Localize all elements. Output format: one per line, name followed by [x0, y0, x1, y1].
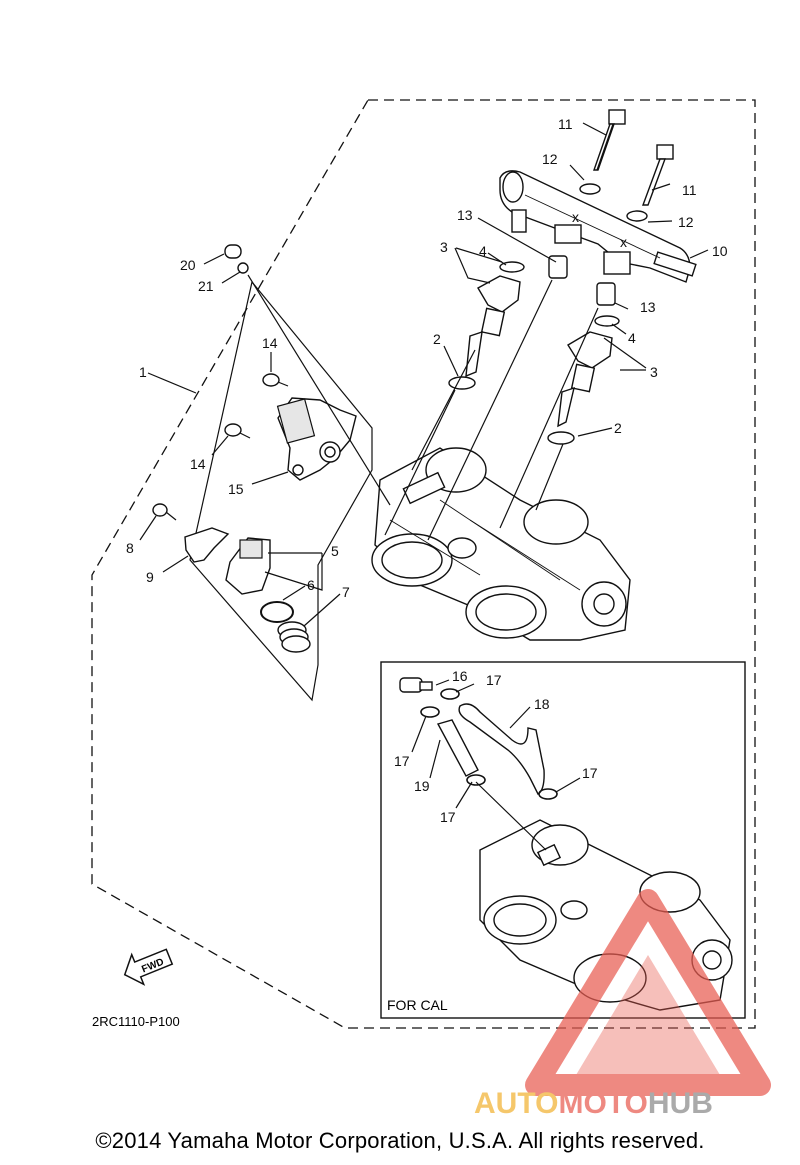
callout-3-right: 3 — [650, 364, 658, 380]
callout-2-left: 2 — [433, 331, 441, 347]
svg-text:x: x — [620, 234, 627, 250]
callout-6: 6 — [307, 577, 315, 593]
callout-4-left: 4 — [479, 243, 487, 259]
callout-17-right: 17 — [582, 765, 598, 781]
sensor-subassembly-outline — [189, 280, 373, 702]
fwd-arrow-icon: FWD — [123, 948, 174, 986]
callout-2-right: 2 — [614, 420, 622, 436]
cap-20 — [224, 244, 242, 259]
automotohub-watermark: AUTOMOTOHUB — [474, 889, 771, 1120]
callout-8: 8 — [126, 540, 134, 556]
callout-4-right: 4 — [628, 330, 636, 346]
callout-3-left: 3 — [440, 239, 448, 255]
bracket-9 — [184, 527, 230, 563]
callout-16: 16 — [452, 668, 468, 684]
callout-14-top: 14 — [262, 335, 278, 351]
diagram-code: 2RC1110-P100 — [92, 1014, 180, 1029]
leader-lines — [139, 122, 709, 627]
callout-1: 1 — [139, 364, 147, 380]
watermark-triangle-icon — [525, 889, 771, 1096]
watermark-moto: MOTO — [558, 1087, 647, 1120]
throttle-body-main — [371, 447, 631, 641]
callout-5: 5 — [331, 543, 339, 559]
screw-14-lower — [224, 423, 251, 439]
callout-13-left: 13 — [457, 207, 473, 223]
assembly-boundary — [91, 99, 756, 1029]
throttle-position-sensor — [276, 397, 357, 481]
callout-17-top: 17 — [486, 672, 502, 688]
spacer-13-right — [596, 282, 616, 306]
callout-20: 20 — [180, 257, 196, 273]
injector-left — [448, 261, 525, 390]
watermark-hub: HUB — [648, 1087, 713, 1120]
callout-9: 9 — [146, 569, 154, 585]
svg-text:x: x — [572, 209, 579, 225]
callout-18: 18 — [534, 696, 550, 712]
callout-10: 10 — [712, 243, 728, 259]
callout-19: 19 — [414, 778, 430, 794]
screw-14-top — [262, 373, 289, 387]
callout-11-left: 11 — [558, 116, 573, 132]
watermark-auto: AUTO — [474, 1087, 558, 1120]
injector-right — [547, 315, 620, 445]
cal-inset-box — [380, 661, 746, 1019]
spacer-13-left — [548, 255, 568, 279]
inset-label: FOR CAL — [387, 997, 448, 1013]
callout-17-left: 17 — [394, 753, 410, 769]
inset-leader-lines — [411, 679, 581, 851]
copyright-notice: ©2014 Yamaha Motor Corporation, U.S.A. A… — [95, 1128, 705, 1153]
sensor-5 — [225, 537, 271, 595]
watermark-text: AUTOMOTOHUB — [474, 1087, 713, 1120]
callout-21: 21 — [198, 278, 214, 294]
callout-15: 15 — [228, 481, 244, 497]
callout-12-right: 12 — [678, 214, 694, 230]
o-ring-6 — [260, 601, 294, 623]
bolt-11-right — [641, 144, 674, 206]
callout-13-right: 13 — [640, 299, 656, 315]
callout-11-right: 11 — [682, 182, 697, 198]
callout-7: 7 — [342, 584, 350, 600]
spring-7 — [277, 621, 311, 653]
fuel-rail: x x — [499, 170, 697, 283]
bolt-11-left — [593, 109, 626, 171]
callout-12-left: 12 — [542, 151, 558, 167]
callout-14-lower: 14 — [190, 456, 206, 472]
washer-12-right — [626, 210, 648, 222]
washer-12-left — [579, 183, 601, 195]
screw-8 — [152, 503, 177, 521]
callout-17-bottom: 17 — [440, 809, 456, 825]
clip-21 — [237, 262, 249, 274]
